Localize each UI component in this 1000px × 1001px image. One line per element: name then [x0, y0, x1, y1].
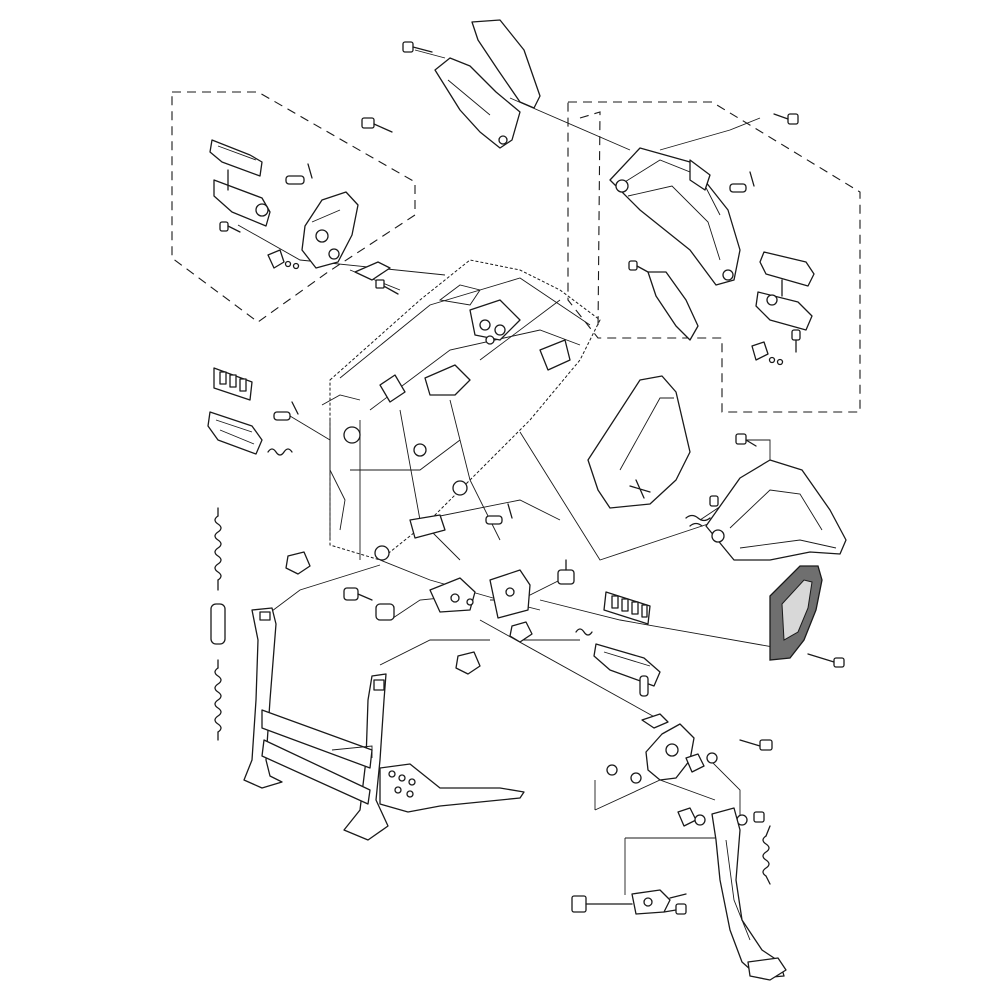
group-outline-left-rear-footrest	[171, 91, 416, 323]
spring-clip-icon	[267, 249, 300, 270]
main-frame	[321, 259, 601, 619]
pin-icon	[639, 675, 649, 697]
washer-icon	[630, 772, 642, 784]
pin-icon	[273, 401, 299, 421]
nut-icon	[285, 551, 311, 575]
side-stand	[711, 807, 787, 981]
spring-icon	[762, 825, 771, 885]
nut-icon	[455, 651, 481, 675]
nut-icon	[685, 753, 705, 773]
bolt-icon	[361, 117, 393, 133]
bolt-icon	[753, 811, 765, 823]
heel-protector-pad	[769, 565, 845, 668]
stand-springs	[210, 507, 226, 741]
nut-icon	[509, 621, 533, 643]
left-front-footpeg	[207, 367, 299, 456]
bolt-icon	[557, 559, 575, 585]
bolt-icon	[791, 329, 801, 353]
spring-icon	[214, 659, 222, 741]
bracket-icon	[647, 271, 699, 341]
spring-icon	[267, 448, 293, 456]
bolt-icon	[343, 587, 373, 601]
washer-icon	[706, 752, 718, 764]
left-rear-footrest-assembly	[209, 117, 399, 295]
bolt-icon	[402, 41, 433, 53]
washer-icon	[606, 764, 618, 776]
pin-icon	[485, 503, 513, 525]
pin-icon	[285, 163, 313, 185]
plate-icon	[354, 261, 399, 295]
side-stand-bracket	[606, 713, 773, 827]
side-stand-switch	[571, 889, 687, 915]
pin-icon	[210, 603, 226, 645]
bolt-icon	[735, 433, 757, 447]
bushing-icon	[375, 603, 395, 621]
bolt-icon	[219, 221, 241, 233]
pin-icon	[729, 171, 755, 193]
frame-hardware	[285, 503, 575, 675]
right-front-footpeg	[575, 591, 661, 697]
washer-icon	[694, 814, 706, 826]
spring-icon	[214, 507, 222, 591]
right-rear-footpeg	[751, 251, 815, 366]
heel-guard-cover	[587, 375, 691, 509]
spring-icon	[575, 628, 593, 636]
bolt-icon	[773, 113, 799, 125]
bolt-icon	[628, 260, 649, 273]
footpeg-icon	[209, 139, 271, 227]
bolt-icon	[663, 903, 687, 915]
spring-clip-icon	[751, 341, 784, 366]
group-outline-right-rear-footrest	[567, 101, 861, 413]
right-footrest-bracket	[685, 433, 847, 561]
rear-heel-guard-upper	[402, 19, 541, 149]
bolt-icon	[709, 495, 719, 507]
spring-icon	[685, 514, 711, 527]
center-stand	[243, 607, 525, 841]
bracket-icon	[301, 191, 359, 269]
bolt-icon	[807, 653, 845, 668]
bolt-icon	[739, 739, 773, 751]
nut-icon	[677, 807, 697, 827]
right-rear-footrest-bracket	[609, 113, 799, 341]
